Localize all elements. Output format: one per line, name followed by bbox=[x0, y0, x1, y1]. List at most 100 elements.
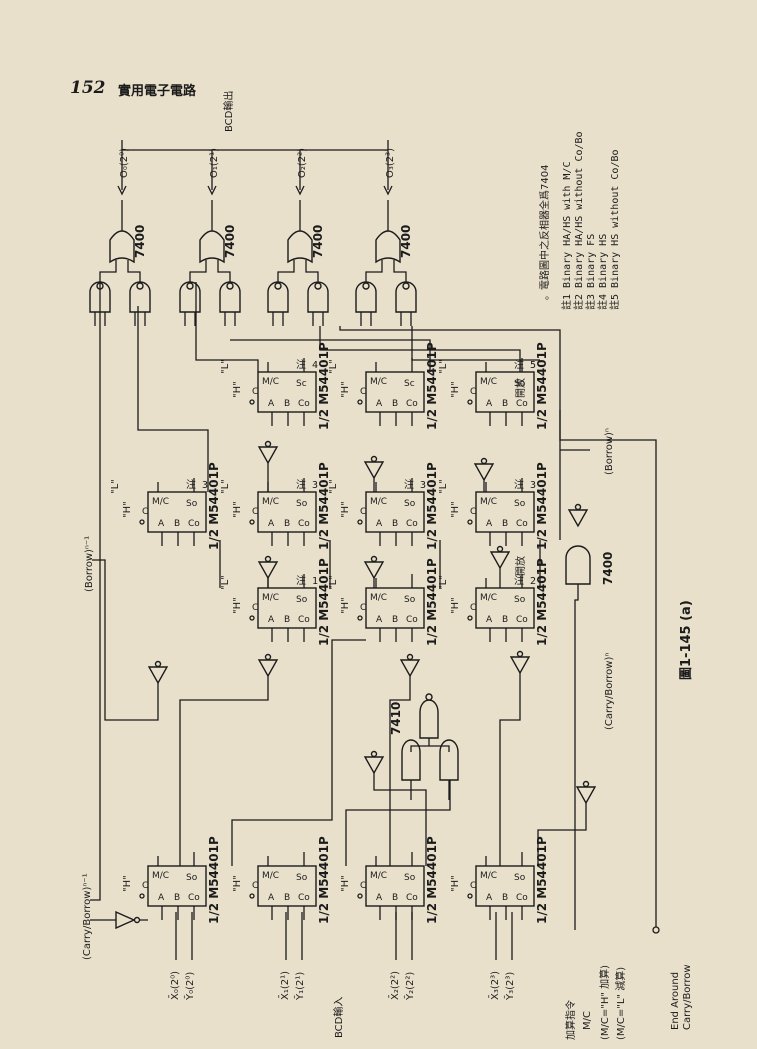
nand-bubble bbox=[186, 282, 194, 290]
output-gate-wire bbox=[277, 260, 319, 282]
inverter bbox=[147, 666, 169, 685]
legend-item: 註1 Binary HA/HS with M/C bbox=[561, 162, 573, 310]
chip-body bbox=[257, 587, 317, 629]
inverter bbox=[257, 446, 279, 465]
chip-pins bbox=[157, 852, 195, 920]
pin-c: C bbox=[470, 507, 476, 517]
open-note-1: 開放 bbox=[514, 378, 527, 398]
pin-c: C bbox=[360, 507, 366, 517]
output-bus bbox=[117, 140, 393, 240]
level-h: "H" bbox=[340, 381, 351, 398]
pin-co: Co bbox=[406, 399, 418, 409]
inverter bbox=[575, 786, 597, 805]
nand-input-wire bbox=[400, 312, 412, 326]
output-gate-wire bbox=[365, 260, 407, 282]
chip-pins bbox=[375, 852, 413, 920]
pin-terminal bbox=[139, 893, 145, 899]
chip-label: 1/2 M54401P bbox=[317, 342, 331, 430]
pin-terminal bbox=[357, 893, 363, 899]
inverter bbox=[473, 463, 495, 482]
inverter bbox=[257, 659, 279, 678]
pin-co: Co bbox=[516, 519, 528, 529]
legend-item: 註3 Binary FS bbox=[585, 234, 597, 310]
inverter-bubble bbox=[406, 653, 414, 661]
pin-b: B bbox=[284, 399, 290, 409]
inverter-note: 。電路圖中之反相器全爲7404 bbox=[538, 165, 551, 300]
chip-label: 1/2 M54401P bbox=[535, 558, 549, 646]
chip-pins bbox=[485, 852, 523, 920]
nand3-label: 7410 bbox=[389, 702, 403, 735]
pin-b: B bbox=[392, 519, 398, 529]
nand-bubble bbox=[362, 282, 370, 290]
output-nand-label: 7400 bbox=[223, 225, 237, 258]
pin-so: So bbox=[296, 499, 308, 509]
level-l: "L" bbox=[438, 359, 449, 374]
pin-mc: M/C bbox=[480, 593, 497, 603]
level-h: "H" bbox=[450, 381, 461, 398]
inverter bbox=[257, 561, 279, 580]
pin-c: C bbox=[252, 603, 258, 613]
nand-input-wire bbox=[360, 312, 372, 326]
pin-a: A bbox=[486, 399, 493, 409]
pin-a: A bbox=[486, 893, 493, 903]
chip-pins bbox=[267, 852, 305, 920]
inverter bbox=[363, 756, 385, 775]
pin-mc: M/C bbox=[480, 871, 497, 881]
pin-c: C bbox=[252, 387, 258, 397]
pin-b: B bbox=[502, 399, 508, 409]
output-gate-wire bbox=[99, 260, 141, 282]
level-l: "L" bbox=[110, 479, 121, 494]
pin-so: Sc bbox=[404, 379, 415, 389]
level-h: "H" bbox=[340, 597, 351, 614]
pin-mc: M/C bbox=[262, 593, 279, 603]
pin-c: C bbox=[470, 387, 476, 397]
pin-terminal bbox=[467, 519, 473, 525]
borrow-in-label: (Borrow)ⁿ⁻¹ bbox=[84, 536, 95, 592]
chip-body bbox=[365, 587, 425, 629]
output-o0-label: O₀(2⁰) bbox=[119, 148, 130, 178]
pin-so: So bbox=[514, 595, 526, 605]
chip-pins bbox=[485, 358, 523, 426]
chip-label: 1/2 M54401P bbox=[207, 462, 221, 550]
command-add: (M/C="H" 加算) bbox=[598, 965, 611, 1040]
pin-a: A bbox=[376, 399, 383, 409]
chip-pins bbox=[375, 574, 413, 642]
input-y0-label: Ȳ₀(2⁰) bbox=[183, 972, 196, 1001]
pin-terminal bbox=[249, 615, 255, 621]
legend-item: 註4 Binary HS bbox=[597, 234, 609, 310]
pin-co: Co bbox=[298, 893, 310, 903]
wire bbox=[179, 672, 269, 866]
pin-so: So bbox=[186, 873, 198, 883]
pin-co: Co bbox=[298, 615, 310, 625]
level-h: "H" bbox=[450, 875, 461, 892]
inverter-bubble bbox=[480, 457, 488, 465]
chip-pins bbox=[267, 574, 305, 642]
inverter-bubble bbox=[154, 660, 162, 668]
level-h: "H" bbox=[122, 501, 133, 518]
pin-b: B bbox=[502, 893, 508, 903]
inverter-bubble bbox=[264, 440, 272, 448]
pin-b: B bbox=[284, 893, 290, 903]
chip-label: 1/2 M54401P bbox=[207, 836, 221, 924]
level-l: "L" bbox=[220, 359, 231, 374]
inverter-array bbox=[115, 440, 597, 930]
wire bbox=[137, 306, 209, 492]
inverter-bubble bbox=[574, 503, 582, 511]
chip-body bbox=[257, 865, 317, 907]
inverter-bubble bbox=[370, 555, 378, 563]
nand-bubble bbox=[136, 282, 144, 290]
carry-borrow-out-label: (Carry/Borrow)ⁿ bbox=[604, 653, 615, 730]
pin-mc: M/C bbox=[152, 871, 169, 881]
chip-label: 1/2 M54401P bbox=[317, 462, 331, 550]
pin-terminal bbox=[467, 399, 473, 405]
chip-label: 1/2 M54401P bbox=[317, 836, 331, 924]
chip-body bbox=[475, 371, 535, 413]
pin-co: Co bbox=[406, 519, 418, 529]
pin-a: A bbox=[268, 893, 275, 903]
figure-caption: 圖1-145 (a) bbox=[678, 600, 694, 680]
pin-c: C bbox=[142, 507, 148, 517]
pin-mc: M/C bbox=[370, 497, 387, 507]
chip-body bbox=[475, 587, 535, 629]
